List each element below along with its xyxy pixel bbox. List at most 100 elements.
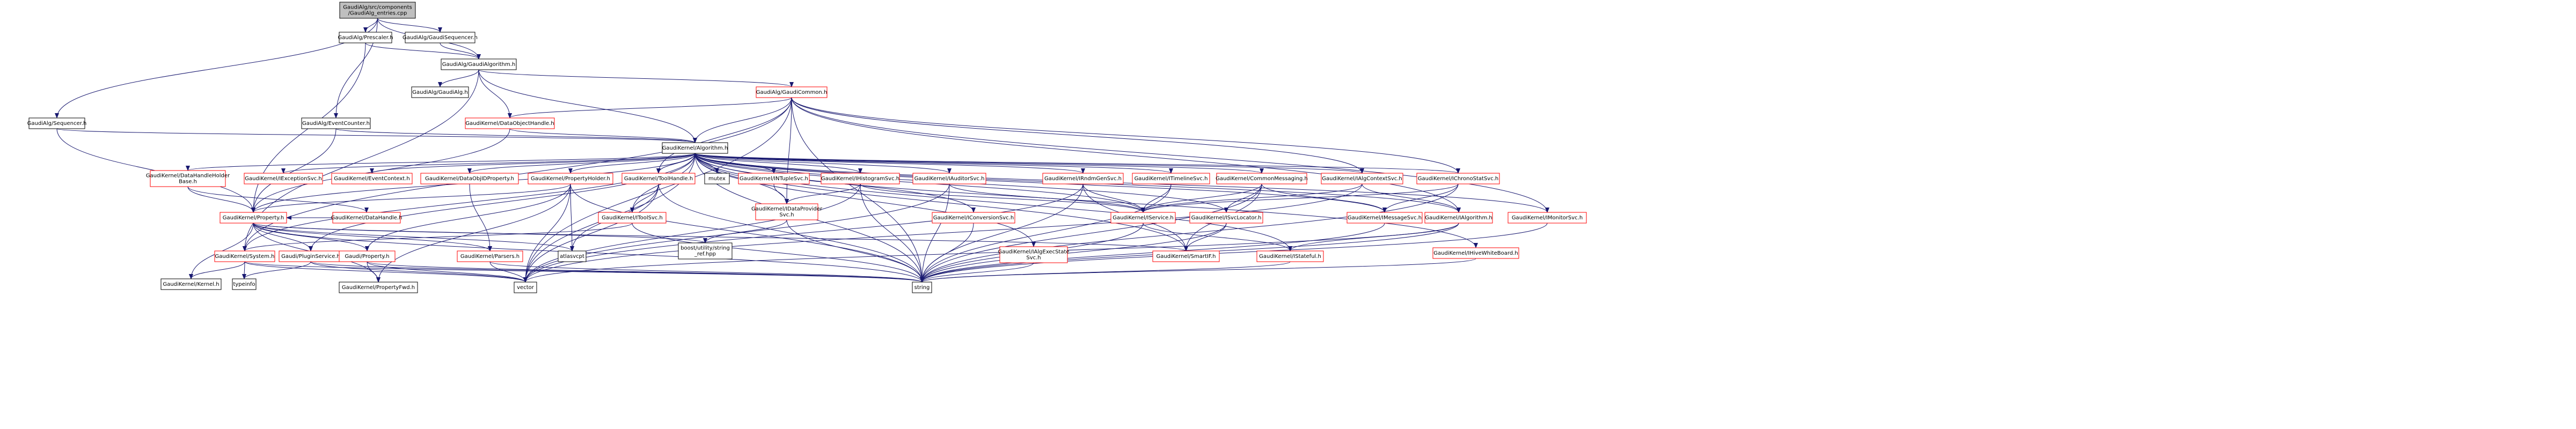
edge-kernelproperty-to-boostutil bbox=[253, 223, 707, 243]
node-imessagesvc[interactable]: GaudiKernel/IMessageSvc.h bbox=[1346, 212, 1423, 224]
node-box bbox=[514, 282, 537, 293]
node-typeinfo[interactable]: typeinfo bbox=[232, 278, 257, 290]
edge-iauditorsvc-to-iservice bbox=[949, 183, 1145, 213]
node-parsers[interactable]: GaudiKernel/Parsers.h bbox=[457, 250, 523, 262]
node-gaudialgorithm[interactable]: GaudiAlg/GaudiAlgorithm.h bbox=[441, 58, 517, 70]
node-gaudialg[interactable]: GaudiAlg/GaudiAlg.h bbox=[411, 86, 469, 98]
node-kernel[interactable]: GaudiKernel/Kernel.h bbox=[160, 278, 222, 290]
node-label: GaudiKernel/IAuditorSvc.h bbox=[914, 176, 985, 182]
edge-gaudialgorithm-to-gaudialg bbox=[438, 69, 479, 87]
node-box bbox=[420, 173, 519, 184]
node-box bbox=[1132, 173, 1210, 184]
node-ihistogramsvc[interactable]: GaudiKernel/IHistogramSvc.h bbox=[821, 173, 900, 184]
node-label: GaudiKernel/Property.h bbox=[223, 215, 284, 221]
node-iservice[interactable]: GaudiKernel/IService.h bbox=[1110, 212, 1176, 224]
node-box bbox=[1152, 250, 1220, 262]
node-label: GaudiKernel/IAlgContextSvc.h bbox=[1322, 176, 1402, 182]
node-label: GaudiKernel/IRndmGenSvc.h bbox=[1044, 176, 1122, 182]
node-label: GaudiAlg/GaudiSequencer.h bbox=[402, 35, 478, 41]
node-dataobjecthandle[interactable]: GaudiKernel/DataObjectHandle.h bbox=[465, 117, 555, 129]
node-boostutil[interactable]: boost/utility/string_ref.hpp bbox=[678, 242, 733, 260]
node-box bbox=[598, 212, 667, 224]
node-atlasvcpt[interactable]: atlasvcpt bbox=[558, 250, 587, 262]
node-label: GaudiAlg/GaudiAlgorithm.h bbox=[442, 62, 516, 68]
edge-iauditorsvc-to-string bbox=[920, 183, 950, 283]
node-irndmgensvc[interactable]: GaudiKernel/IRndmGenSvc.h bbox=[1042, 173, 1124, 184]
node-box bbox=[1256, 250, 1324, 262]
edge-toolhandle-to-string bbox=[658, 183, 924, 283]
node-label: Svc.h bbox=[1026, 255, 1041, 261]
node-intuplesvc[interactable]: GaudiKernel/INTupleSvc.h bbox=[738, 173, 810, 184]
node-imonitorsvc[interactable]: GaudiKernel/IMonitorSvc.h bbox=[1507, 212, 1587, 224]
node-box bbox=[738, 173, 810, 184]
node-system[interactable]: GaudiKernel/System.h bbox=[214, 250, 275, 262]
node-itoolsvc[interactable]: GaudiKernel/IToolSvc.h bbox=[598, 212, 667, 224]
node-datahandle[interactable]: GaudiKernel/DataHandle.h bbox=[331, 212, 402, 224]
edge-ipluginsvc-to-string bbox=[310, 261, 924, 283]
edge-propertyholder-to-vector bbox=[523, 183, 571, 283]
edge-gaudicommon-to-dataobjecthandle bbox=[508, 97, 792, 119]
node-propertyfwd[interactable]: GaudiKernel/PropertyFwd.h bbox=[339, 282, 418, 293]
node-propertyholder[interactable]: GaudiKernel/PropertyHolder.h bbox=[528, 173, 613, 184]
node-iauditorsvc[interactable]: GaudiKernel/IAuditorSvc.h bbox=[912, 173, 986, 184]
node-label: Gaudi/Property.h bbox=[345, 254, 389, 260]
node-ialgorithm[interactable]: GaudiKernel/IAlgorithm.h bbox=[1424, 212, 1493, 224]
node-iexceptionsvc[interactable]: GaudiKernel/IExceptionSvc.h bbox=[244, 173, 323, 184]
edge-ipluginsvc-to-vector bbox=[310, 261, 528, 283]
node-label: GaudiKernel/IConversionSvc.h bbox=[933, 215, 1014, 221]
node-ialgcontextsvc[interactable]: GaudiKernel/IAlgContextSvc.h bbox=[1321, 173, 1403, 184]
node-box bbox=[528, 173, 613, 184]
node-box bbox=[219, 212, 287, 224]
node-label: GaudiKernel/IStateful.h bbox=[1259, 254, 1321, 260]
node-algorithm[interactable]: GaudiKernel/Algorithm.h bbox=[662, 142, 728, 154]
node-ihivewhiteboard[interactable]: GaudiKernel/IHiveWhiteBoard.h bbox=[1432, 247, 1519, 259]
node-kernelproperty[interactable]: GaudiKernel/Property.h bbox=[219, 212, 287, 224]
node-gaudisequencer[interactable]: GaudiAlg/GaudiSequencer.h bbox=[402, 32, 478, 43]
edge-ialgcontextsvc-to-iservice bbox=[1141, 183, 1363, 213]
node-dataobjidproperty[interactable]: GaudiKernel/DataObjIDProperty.h bbox=[420, 173, 519, 184]
node-toolhandle[interactable]: GaudiKernel/ToolHandle.h bbox=[621, 173, 696, 184]
node-box bbox=[1189, 212, 1263, 224]
node-ieventcontext[interactable]: GaudiKernel/EventContext.h bbox=[331, 173, 413, 184]
node-smartif[interactable]: GaudiKernel/SmartIF.h bbox=[1152, 250, 1220, 262]
edge-eventcounter-to-algorithm bbox=[335, 128, 697, 143]
node-label: GaudiKernel/INTupleSvc.h bbox=[740, 176, 808, 182]
node-sequencer[interactable]: GaudiAlg/Sequencer.h bbox=[27, 117, 87, 129]
edge-algorithm-to-smartif bbox=[694, 153, 1188, 252]
node-label: GaudiKernel/IMessageSvc.h bbox=[1348, 215, 1422, 221]
node-box bbox=[1346, 212, 1423, 224]
node-commonmessaging[interactable]: GaudiKernel/CommonMessaging.h bbox=[1216, 173, 1308, 184]
edge-ichronostatsvc-to-imessagesvc bbox=[1382, 183, 1459, 213]
edge-gaudiproperty-to-propertyfwd bbox=[367, 261, 380, 283]
node-label: Gaudi/PluginService.h bbox=[281, 254, 340, 260]
node-isvclocator[interactable]: GaudiKernel/ISvcLocator.h bbox=[1189, 212, 1263, 224]
node-label: GaudiKernel/IToolSvc.h bbox=[602, 215, 663, 221]
node-istatefulif[interactable]: GaudiKernel/IStateful.h bbox=[1256, 250, 1324, 262]
node-eventcounter[interactable]: GaudiAlg/EventCounter.h bbox=[301, 117, 371, 129]
edge-ihistogramsvc-to-vector bbox=[523, 183, 861, 283]
node-label: GaudiKernel/System.h bbox=[215, 254, 275, 260]
node-label: GaudiKernel/IAlgExecState bbox=[998, 249, 1069, 255]
node-ichronostatsvc[interactable]: GaudiKernel/IChronoStatSvc.h bbox=[1416, 173, 1500, 184]
node-vector[interactable]: vector bbox=[514, 282, 537, 293]
edge-commonmessaging-to-iservice bbox=[1141, 183, 1262, 213]
node-box bbox=[339, 250, 396, 262]
node-itimelinesvc[interactable]: GaudiKernel/ITimelineSvc.h bbox=[1132, 173, 1210, 184]
node-mutex[interactable]: mutex bbox=[704, 173, 730, 184]
node-label: GaudiAlg/Prescaler.h bbox=[338, 35, 393, 41]
node-string[interactable]: string bbox=[912, 282, 932, 293]
edge-system-to-typeinfo bbox=[242, 261, 247, 279]
edge-isvclocator-to-string bbox=[920, 223, 1227, 283]
node-prescaler[interactable]: GaudiAlg/Prescaler.h bbox=[338, 32, 393, 43]
node-label: GaudiAlg/Sequencer.h bbox=[27, 121, 87, 127]
node-box bbox=[558, 250, 587, 262]
node-gaudiproperty[interactable]: Gaudi/Property.h bbox=[339, 250, 396, 262]
node-ipluginsvc[interactable]: Gaudi/PluginService.h bbox=[279, 250, 343, 262]
node-box bbox=[232, 278, 257, 290]
node-iconversionsvc[interactable]: GaudiKernel/IConversionSvc.h bbox=[932, 212, 1015, 224]
node-gaudicommon[interactable]: GaudiAlg/GaudiCommon.h bbox=[756, 86, 828, 98]
edge-algorithm-to-commonmessaging bbox=[694, 153, 1264, 174]
